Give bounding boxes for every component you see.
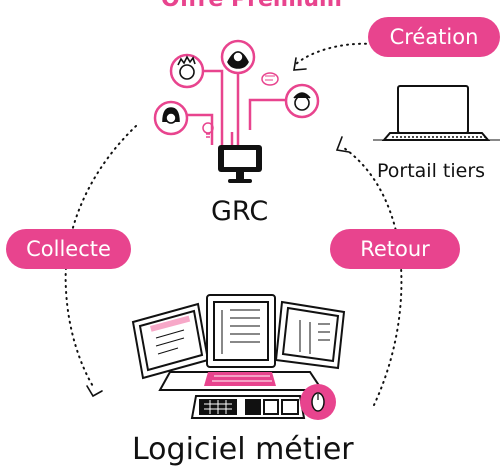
grc-label: GRC — [211, 196, 269, 227]
person-icon — [169, 53, 205, 89]
step-creation-pill: Création — [368, 17, 500, 57]
diagram-title: Offre Premium — [0, 0, 503, 12]
arrow-creation — [295, 42, 373, 65]
arrow-retour — [343, 147, 403, 406]
arrow-head-collecte — [86, 385, 103, 398]
laptop-icon — [373, 85, 500, 141]
mouse-icon — [300, 384, 336, 420]
computer-setup-icon — [131, 294, 346, 391]
speech-bubble-icon — [261, 72, 279, 86]
portal-label: Portail tiers — [377, 160, 486, 182]
step-retour-pill: Retour — [330, 229, 460, 269]
software-label: Logiciel métier — [132, 432, 354, 467]
monitor-icon — [218, 145, 262, 183]
person-icon — [284, 83, 320, 119]
keyboard-icon — [190, 395, 306, 419]
person-icon — [220, 39, 256, 75]
arrow-head-creation — [293, 57, 307, 71]
step-collecte-pill: Collecte — [6, 229, 131, 269]
arrow-head-retour — [335, 136, 350, 153]
lightbulb-icon — [202, 122, 214, 138]
person-icon — [153, 100, 189, 136]
